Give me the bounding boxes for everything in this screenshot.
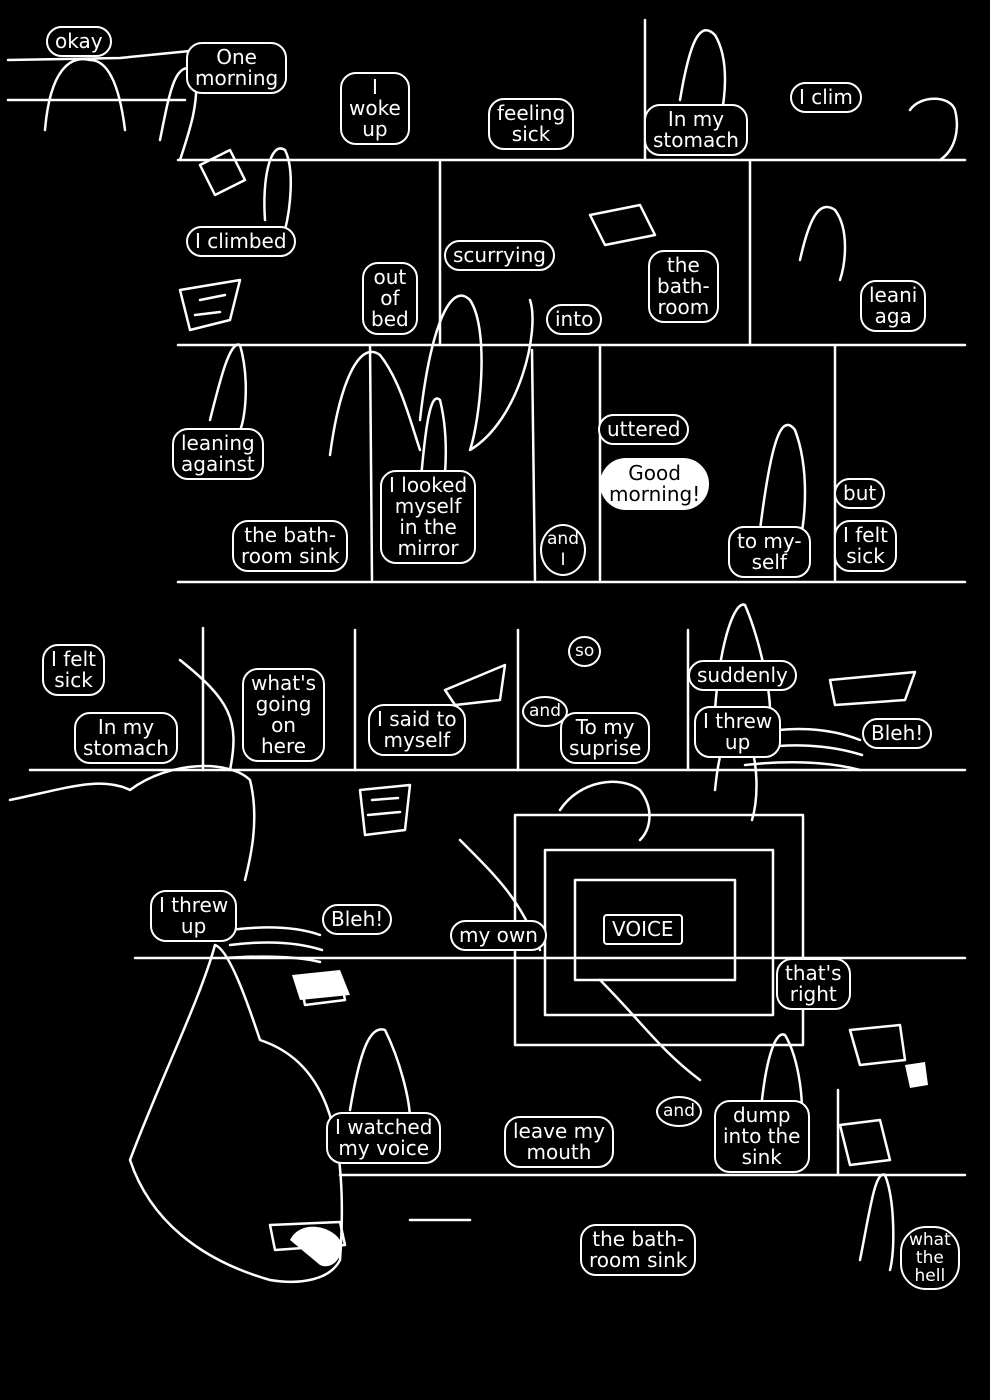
figure-shape <box>263 147 293 232</box>
bubble-voice: VOICE <box>603 914 683 945</box>
crack-scribble <box>588 203 657 247</box>
crack-scribble <box>198 148 247 197</box>
bubble-i-threw-up-2: I threw up <box>150 890 238 942</box>
bubble-leaning-again: leani aga <box>860 280 927 332</box>
bubble-the-bathroom-sink-1: the bath- room sink <box>232 520 349 572</box>
bubble-i-woke-up: I woke up <box>340 72 410 145</box>
bubble-i-climbed: I climbed <box>186 226 296 257</box>
bubble-bleh-1: Bleh! <box>862 718 933 749</box>
figure-shape <box>418 294 534 452</box>
bubble-leave-my-mouth: leave my mouth <box>504 1116 614 1168</box>
bubble-okay: okay <box>46 26 112 57</box>
bubble-what-the-hell: what the hell <box>900 1226 960 1290</box>
blob-fill <box>292 970 350 1000</box>
figure-shape <box>348 1028 412 1122</box>
bubble-scurrying: scurrying <box>444 240 555 271</box>
blob-shape <box>558 780 651 842</box>
figure-shape <box>858 1173 895 1272</box>
bubble-out-of-bed: out of bed <box>362 262 418 335</box>
bubble-in-my-stomach-2: In my stomach <box>74 712 178 764</box>
bubble-bleh-2: Bleh! <box>322 904 393 935</box>
bubble-dump-into-the-sink: dump into the sink <box>714 1100 810 1173</box>
shelf-line <box>6 48 202 102</box>
bubble-good-morning: Good morning! <box>600 458 710 510</box>
motion-lines <box>223 926 324 964</box>
bubble-i-felt-sick-1: I felt sick <box>834 520 897 572</box>
bubble-i-threw-up-1: I threw up <box>694 706 782 758</box>
crack-scribble <box>848 1023 907 1067</box>
bubble-my-own: my own <box>450 920 547 951</box>
figure-shape <box>678 29 727 122</box>
bubble-i-felt-sick-2: I felt sick <box>42 644 105 696</box>
blob-shape <box>8 764 256 882</box>
bubble-in-my-stomach-1: In my stomach <box>644 104 748 156</box>
bubble-to-my-suprise: To my suprise <box>560 712 651 764</box>
bubble-one-morning: One morning <box>186 42 288 94</box>
blob-shape <box>908 97 959 162</box>
figure-shape <box>758 423 807 542</box>
bubble-uttered: uttered <box>598 414 690 445</box>
figure-shape <box>43 57 127 132</box>
bubble-into: into <box>546 304 603 335</box>
crack-scribble <box>838 1118 892 1167</box>
figure-shape <box>128 943 344 1284</box>
bubble-whats-going-on-here: what's going on here <box>242 668 326 762</box>
crack-scribble <box>358 783 412 837</box>
bubble-the-bathroom: the bath- room <box>648 250 719 323</box>
bubble-the-bathroom-sink-2: the bath- room sink <box>580 1224 697 1276</box>
panel-divider <box>201 626 690 772</box>
crack-scribble <box>828 670 917 707</box>
blob-fill <box>905 1062 928 1088</box>
bubble-i-watched-my-voice: I watched my voice <box>326 1112 442 1164</box>
bubble-but: but <box>834 478 886 509</box>
figure-shape <box>798 205 847 282</box>
figure-shape <box>208 343 248 432</box>
bubble-i-said-to-myself: I said to myself <box>368 704 466 756</box>
mirror-frame <box>573 878 737 982</box>
bubble-and: and <box>522 696 568 727</box>
bubble-and-2: and <box>656 1096 702 1127</box>
bubble-thats-right: that's right <box>776 958 851 1010</box>
bubble-i-clim: I clim <box>790 82 862 113</box>
crack-scribble <box>443 663 507 707</box>
bubble-to-myself: to my- self <box>728 526 811 578</box>
crack-scribble <box>178 278 242 332</box>
figure-shape <box>328 350 422 457</box>
bubble-feeling-sick: feeling sick <box>488 98 575 150</box>
blob-fill <box>290 1226 341 1267</box>
panel-divider <box>438 18 837 582</box>
bubble-leaning-against: leaning against <box>172 428 264 480</box>
crack-scribble <box>268 1220 347 1252</box>
bubble-suddenly: suddenly <box>688 660 797 691</box>
bubble-i-looked-myself-in-the-mirror: I looked myself in the mirror <box>380 470 477 564</box>
panel-divider <box>368 343 374 582</box>
bubble-so: so <box>568 636 602 667</box>
figure-shape <box>713 603 772 712</box>
bubble-and-i: and I <box>540 524 586 576</box>
